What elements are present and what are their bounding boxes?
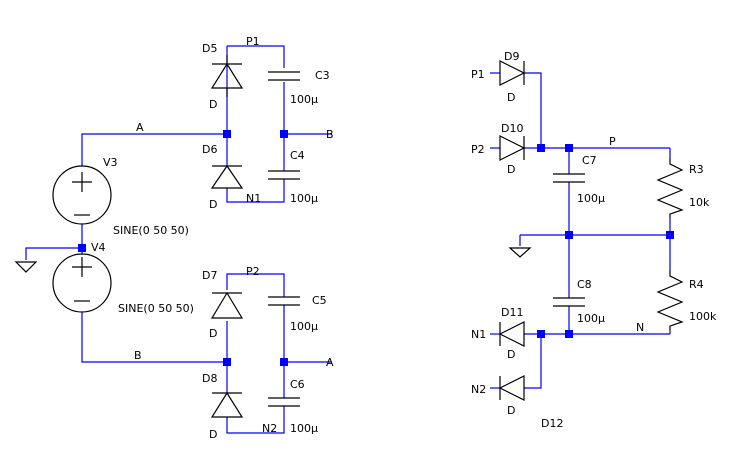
net-label-n1: N1 xyxy=(246,192,261,205)
value-c8: 100μ xyxy=(577,312,605,325)
ground-left xyxy=(14,247,82,273)
label-r4: R4 xyxy=(689,278,704,291)
diode-d6 xyxy=(210,164,244,189)
net-label-n2: N2 xyxy=(262,422,277,435)
wires-lower-bridge xyxy=(81,273,332,434)
label-d11-model: D xyxy=(507,348,515,361)
label-d8: D8 xyxy=(202,372,217,385)
diode-d12 xyxy=(498,375,525,401)
label-r3: R3 xyxy=(689,163,704,176)
voltage-source-v3 xyxy=(52,165,112,248)
label-d7-model: D xyxy=(209,327,217,340)
value-r4: 100k xyxy=(689,310,717,323)
diode-d9 xyxy=(499,60,526,86)
label-d9-model: D xyxy=(507,91,515,104)
diode-d5 xyxy=(210,55,244,97)
diode-d7 xyxy=(210,291,244,319)
value-v4: SINE(0 50 50) xyxy=(118,302,194,315)
label-d10: D10 xyxy=(501,122,523,135)
net-label-p2: P2 xyxy=(246,265,260,278)
label-d10-model: D xyxy=(507,163,515,176)
net-label-n2-right: N2 xyxy=(471,383,486,396)
label-c6: C6 xyxy=(290,378,305,391)
capacitor-c3 xyxy=(268,71,300,81)
capacitor-c5 xyxy=(268,296,300,306)
net-label-p2-right: P2 xyxy=(471,143,485,156)
label-d12-model: D xyxy=(507,404,515,417)
label-c8: C8 xyxy=(577,278,592,291)
value-c6: 100μ xyxy=(290,422,318,435)
label-c4: C4 xyxy=(290,149,305,162)
label-v3: V3 xyxy=(103,156,118,169)
label-d5-model: D xyxy=(209,98,217,111)
resistor-r4 xyxy=(656,270,684,330)
junction-dots xyxy=(78,130,674,366)
capacitor-c6 xyxy=(268,397,300,407)
net-label-n: N xyxy=(636,321,644,334)
voltage-source-v4 xyxy=(52,248,112,313)
label-c5: C5 xyxy=(312,294,327,307)
label-v4: V4 xyxy=(91,241,106,254)
capacitor-c4 xyxy=(268,170,300,180)
label-d6-model: D xyxy=(209,198,217,211)
net-label-n1-right: N1 xyxy=(471,328,486,341)
capacitor-c7 xyxy=(553,173,585,183)
net-label-p1: P1 xyxy=(246,35,260,48)
wires-right-network xyxy=(490,72,671,389)
diode-d11 xyxy=(498,321,525,347)
label-d5: D5 xyxy=(202,42,217,55)
resistor-r3 xyxy=(656,158,684,218)
capacitor-c8 xyxy=(553,297,585,307)
label-d8-model: D xyxy=(209,428,217,441)
label-d9: D9 xyxy=(504,50,519,63)
value-c4: 100μ xyxy=(290,192,318,205)
value-c7: 100μ xyxy=(577,192,605,205)
diode-d10 xyxy=(499,135,526,161)
net-label-p1-right: P1 xyxy=(471,68,485,81)
ground-right xyxy=(508,247,532,258)
value-v3: SINE(0 50 50) xyxy=(113,224,189,237)
diode-d8 xyxy=(210,391,244,418)
label-d6: D6 xyxy=(202,143,217,156)
wires-upper-bridge xyxy=(81,45,332,203)
net-label-a-right: A xyxy=(326,356,334,369)
label-d12: D12 xyxy=(541,417,563,430)
label-d11: D11 xyxy=(501,306,523,319)
label-c3: C3 xyxy=(315,69,330,82)
value-c5: 100μ xyxy=(290,320,318,333)
label-d7: D7 xyxy=(202,269,217,282)
net-label-b-bottom: B xyxy=(134,349,142,362)
net-label-b-right: B xyxy=(326,128,334,141)
net-label-a-top: A xyxy=(136,121,144,134)
label-c7: C7 xyxy=(582,154,597,167)
net-label-p: P xyxy=(609,135,616,148)
value-c3: 100μ xyxy=(290,93,318,106)
value-r3: 10k xyxy=(689,196,710,209)
